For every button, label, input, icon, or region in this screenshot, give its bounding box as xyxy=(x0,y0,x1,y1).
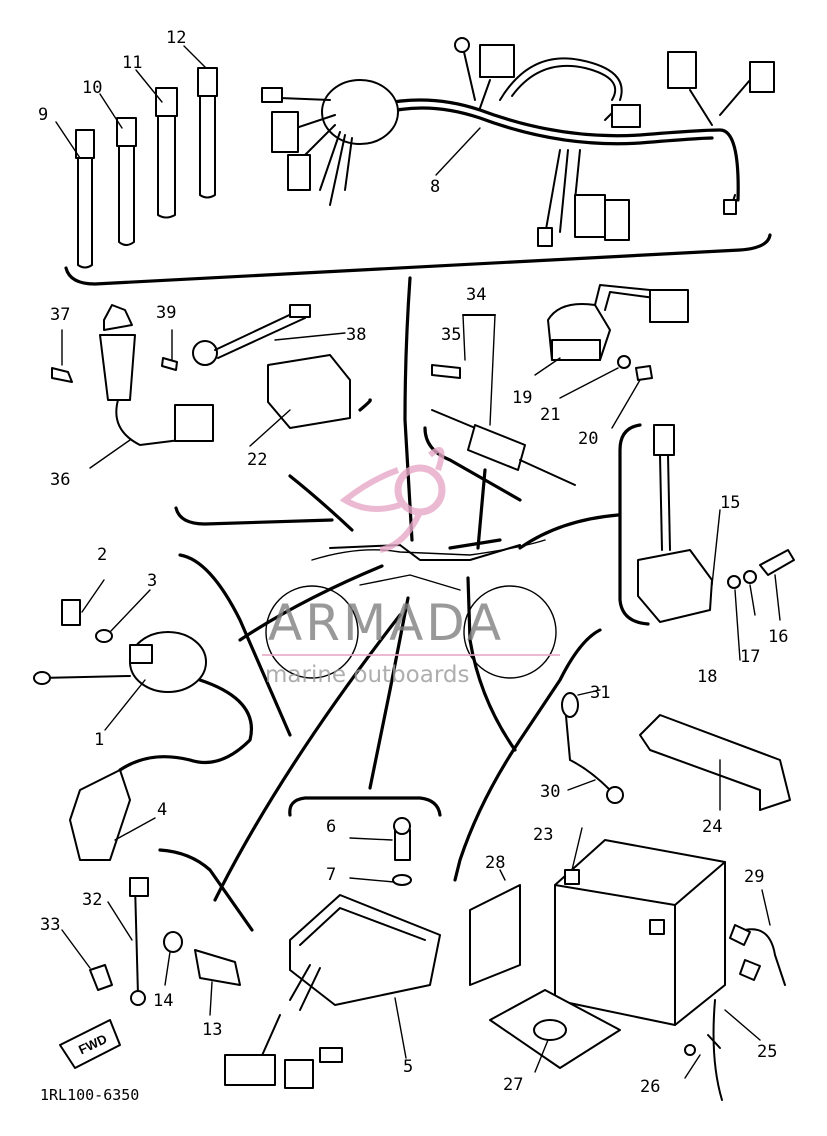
rear-stop-switch xyxy=(431,314,576,486)
callout-32: 32 xyxy=(82,890,102,910)
ignition-coil xyxy=(33,579,253,861)
callout-labels: 1 2 3 4 5 6 7 8 9 10 11 12 13 14 15 16 1… xyxy=(38,28,788,1097)
callout-12: 12 xyxy=(166,28,186,48)
callout-33: 33 xyxy=(40,915,60,935)
callout-27: 27 xyxy=(503,1075,523,1095)
callout-35: 35 xyxy=(441,325,461,345)
callout-11: 11 xyxy=(122,53,142,73)
callout-15: 15 xyxy=(720,493,740,513)
cable-ties xyxy=(55,45,218,269)
callout-38: 38 xyxy=(346,325,366,345)
callout-1: 1 xyxy=(94,730,104,750)
callout-22: 22 xyxy=(247,450,267,470)
battery-assembly xyxy=(469,689,791,1101)
callout-36: 36 xyxy=(50,470,70,490)
wire-harness xyxy=(261,37,775,247)
callout-26: 26 xyxy=(640,1077,660,1097)
callout-6: 6 xyxy=(326,817,336,837)
main-switch-assembly xyxy=(51,304,351,469)
sensor-parts: FWD xyxy=(59,877,241,1069)
callout-23: 23 xyxy=(533,825,553,845)
callout-20: 20 xyxy=(578,429,598,449)
armada-watermark: ARMADA marine outboards xyxy=(262,447,560,688)
callout-21: 21 xyxy=(540,405,560,425)
callout-9: 9 xyxy=(38,105,48,125)
diagram-code: 1RL100-6350 xyxy=(40,1086,139,1104)
callout-24: 24 xyxy=(702,817,722,837)
callout-18: 18 xyxy=(697,667,717,687)
callout-16: 16 xyxy=(768,627,788,647)
callout-37: 37 xyxy=(50,305,70,325)
cdi-unit xyxy=(224,817,441,1089)
starter-relay xyxy=(534,284,689,429)
callout-34: 34 xyxy=(466,285,486,305)
callout-2: 2 xyxy=(97,545,107,565)
watermark-brand: ARMADA xyxy=(268,594,504,652)
callout-30: 30 xyxy=(540,782,560,802)
callout-13: 13 xyxy=(202,1020,222,1040)
callout-31: 31 xyxy=(590,683,610,703)
section-frames xyxy=(64,233,772,932)
rectifier-regulator xyxy=(637,424,795,661)
callout-3: 3 xyxy=(147,571,157,591)
callout-39: 39 xyxy=(156,303,176,323)
callout-4: 4 xyxy=(157,800,167,820)
callout-25: 25 xyxy=(757,1042,777,1062)
motorcycle-outline xyxy=(265,539,557,679)
callout-17: 17 xyxy=(740,647,760,667)
callout-29: 29 xyxy=(744,867,764,887)
watermark-tagline: marine outboards xyxy=(265,662,469,688)
callout-8: 8 xyxy=(430,177,440,197)
callout-10: 10 xyxy=(82,78,102,98)
callout-14: 14 xyxy=(153,991,173,1011)
callout-7: 7 xyxy=(326,865,336,885)
callout-5: 5 xyxy=(403,1057,413,1077)
callout-28: 28 xyxy=(485,853,505,873)
callout-19: 19 xyxy=(512,388,532,408)
